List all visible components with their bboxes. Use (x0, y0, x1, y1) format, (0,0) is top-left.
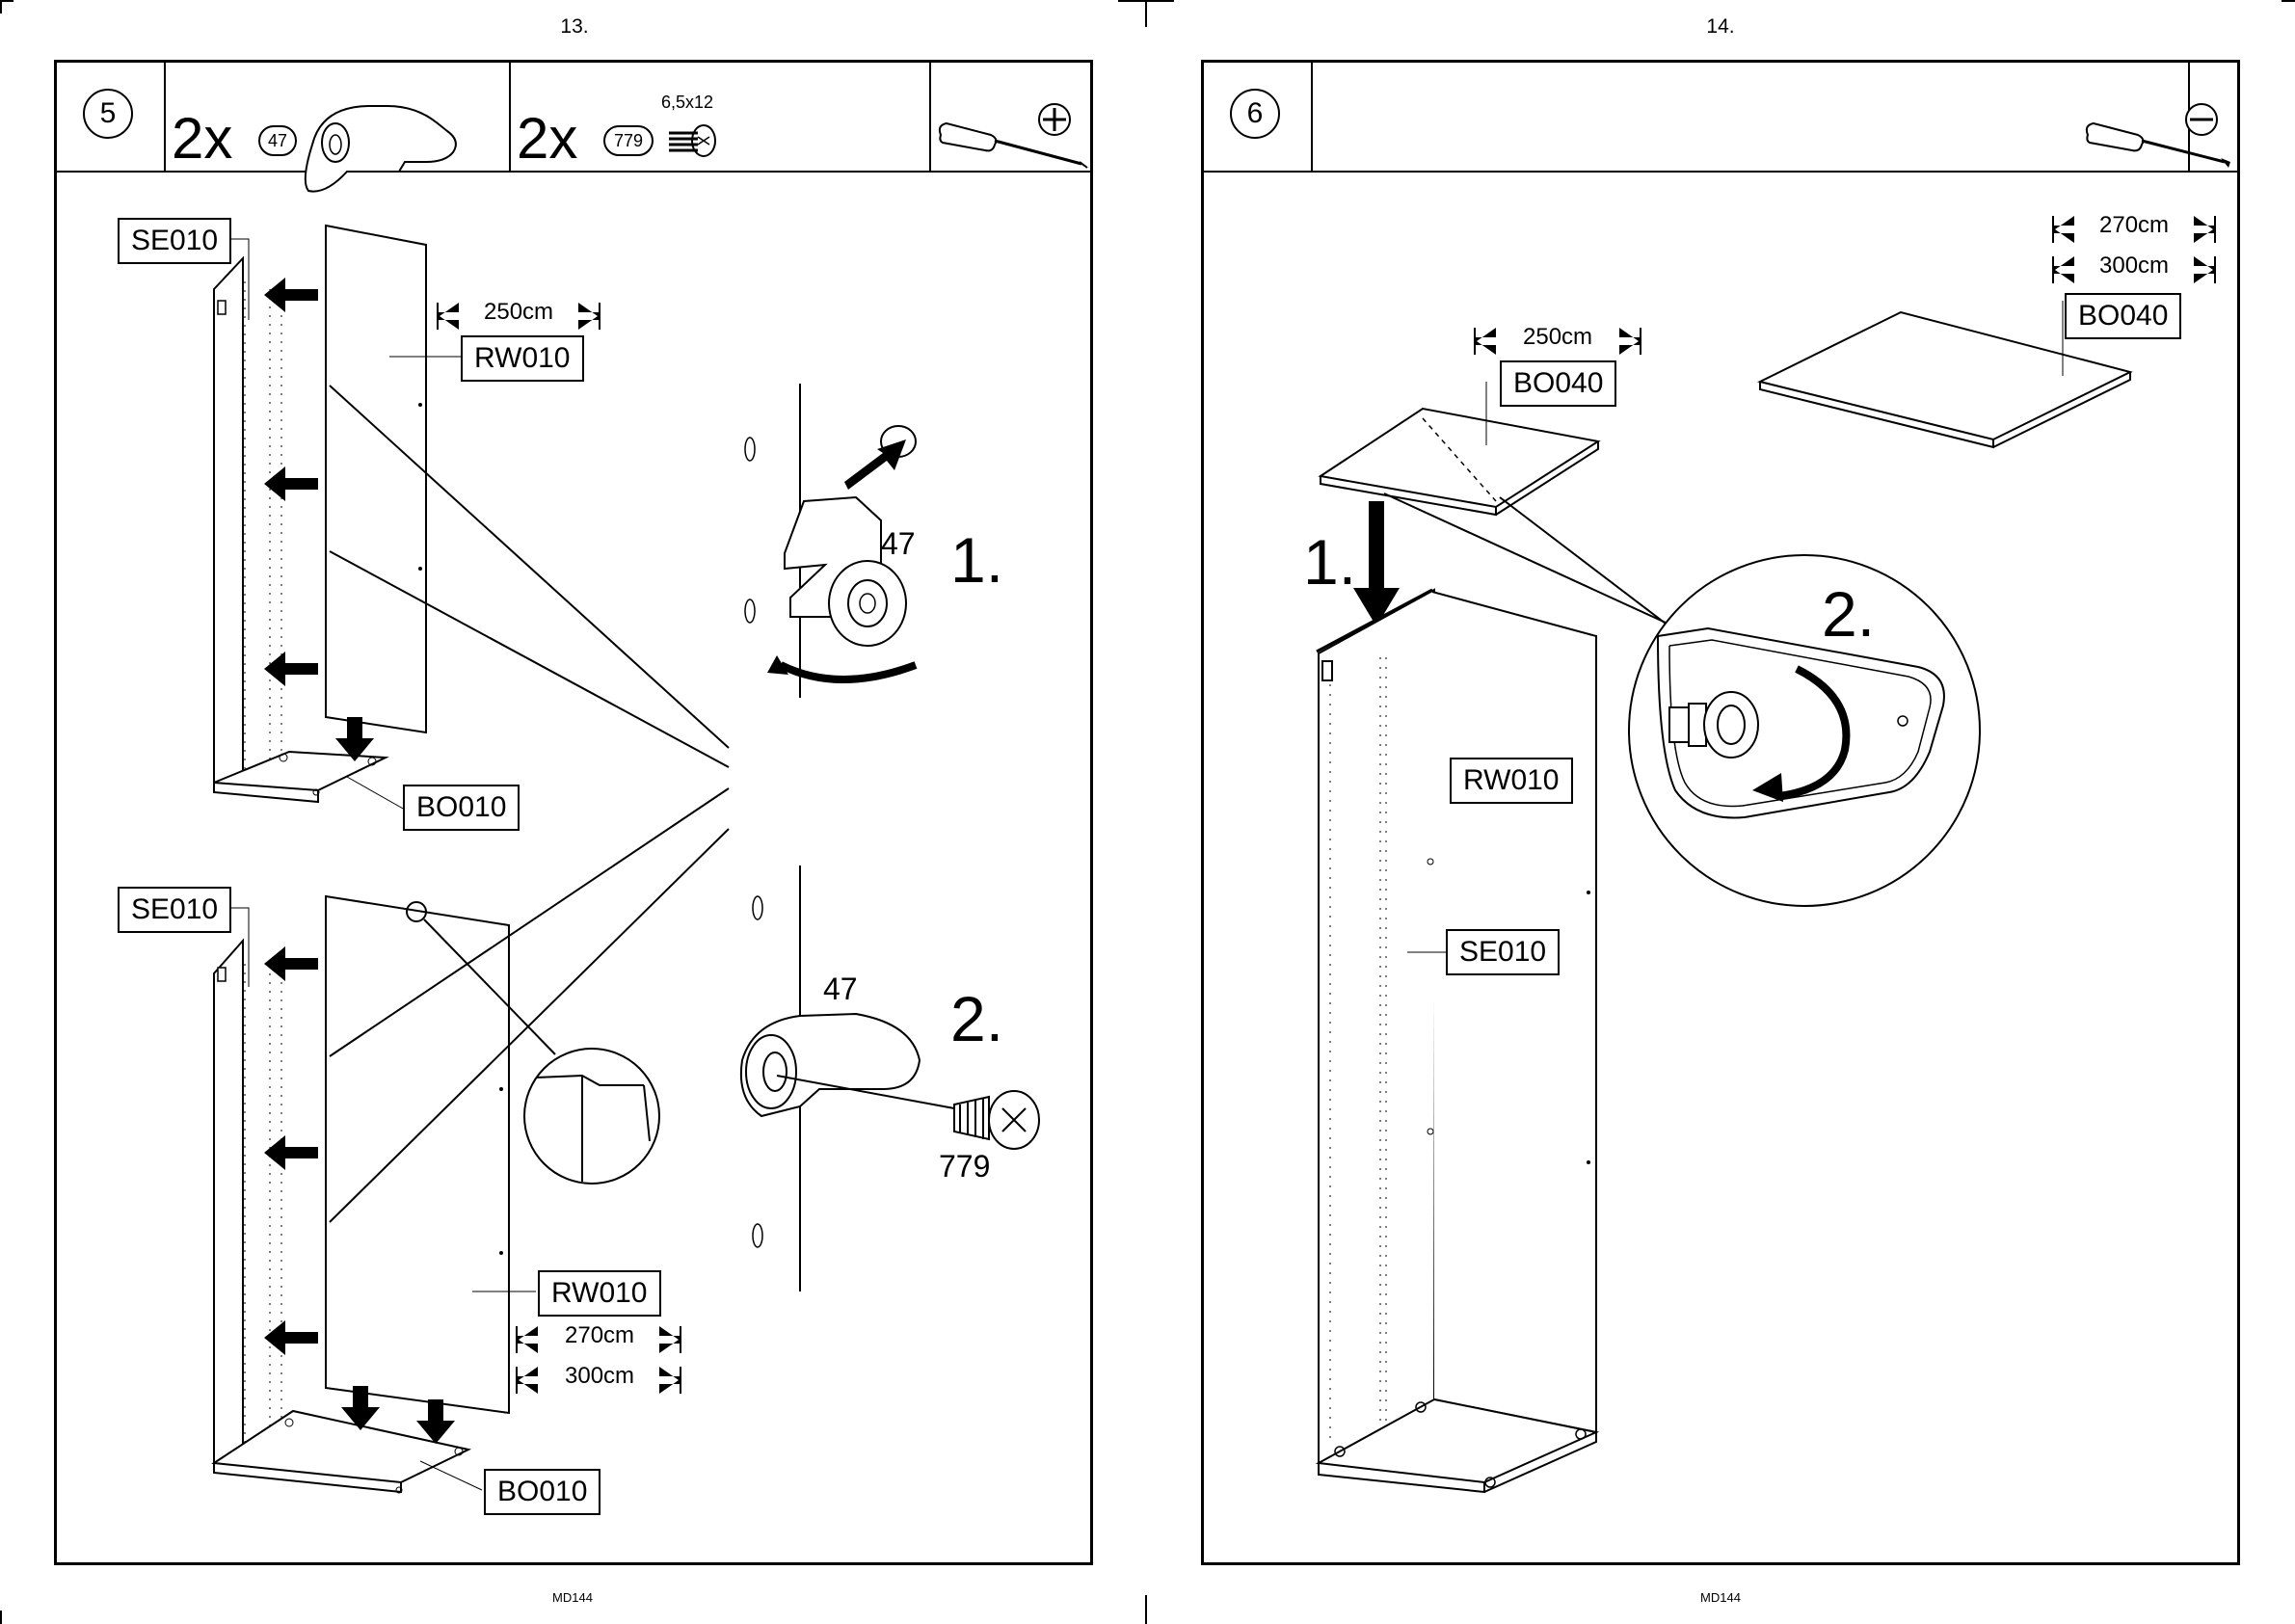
screw-spec: 6,5x12 (661, 93, 713, 113)
substep-number: 1. (950, 528, 1003, 592)
trim-mark (0, 0, 2, 13)
part-id: 779 (603, 125, 654, 156)
dimension-label: 270cm (565, 1322, 634, 1349)
dimension-label: 250cm (1523, 324, 1592, 351)
part-id: 47 (258, 125, 297, 156)
page-number-left: 13. (560, 15, 588, 39)
part-label-rw010: RW010 (461, 335, 584, 382)
part-quantity: 2x (172, 110, 232, 168)
part-callout: 47 (881, 526, 916, 562)
step6-frame (1201, 60, 2240, 1565)
step-number: 6 (1230, 89, 1280, 139)
substep-number: 1. (1303, 530, 1356, 594)
page-footer-right: MD144 (1700, 1590, 1741, 1605)
trim-mark (1145, 1595, 1147, 1624)
dimension-label: 300cm (2099, 253, 2169, 280)
part-quantity: 2x (517, 110, 577, 168)
page-number-right: 14. (1706, 15, 1734, 39)
part-callout: 779 (939, 1149, 990, 1185)
step-number: 5 (83, 89, 133, 139)
part-label-rw010: RW010 (538, 1270, 661, 1317)
substep-number: 2. (1822, 582, 1875, 646)
part-label-se010: SE010 (118, 218, 231, 264)
trim-mark (0, 1611, 2, 1624)
dimension-label: 270cm (2099, 212, 2169, 239)
dimension-label: 300cm (565, 1363, 634, 1390)
trim-mark (1145, 0, 1147, 27)
part-label-bo040: BO040 (2065, 293, 2181, 339)
part-label-rw010: RW010 (1450, 758, 1573, 804)
substep-number: 2. (950, 987, 1003, 1051)
part-label-bo010: BO010 (484, 1469, 600, 1515)
dimension-label: 250cm (484, 299, 553, 326)
trim-mark (0, 0, 13, 2)
trim-mark (2282, 0, 2295, 2)
page-footer-left: MD144 (552, 1590, 593, 1605)
part-label-se010: SE010 (1446, 929, 1560, 975)
part-label-se010: SE010 (118, 887, 231, 933)
part-callout: 47 (823, 972, 858, 1007)
part-label-bo040: BO040 (1500, 360, 1616, 407)
part-label-bo010: BO010 (403, 785, 520, 831)
